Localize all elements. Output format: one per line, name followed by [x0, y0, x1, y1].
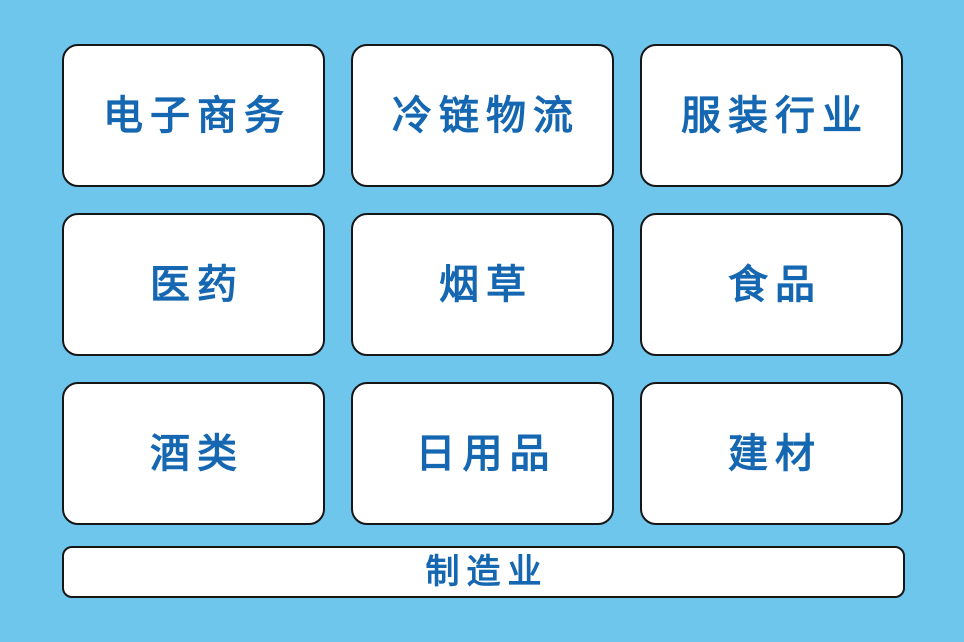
card-label-manufacturing: 制造业: [425, 552, 549, 592]
card-label-e-commerce: 电子商务: [103, 92, 291, 139]
card-label-cold-chain-logistics: 冷链物流: [392, 92, 580, 139]
card-manufacturing: 制造业: [62, 546, 905, 598]
card-cold-chain-logistics: 冷链物流: [351, 44, 614, 187]
card-alcohol: 酒类: [62, 382, 325, 525]
card-label-tobacco: 烟草: [439, 261, 533, 308]
card-building-materials: 建材: [640, 382, 903, 525]
card-daily-necessities: 日用品: [351, 382, 614, 525]
card-label-clothing-industry: 服装行业: [681, 92, 869, 139]
card-label-daily-necessities: 日用品: [415, 430, 557, 477]
card-clothing-industry: 服装行业: [640, 44, 903, 187]
industry-card-grid: 电子商务 冷链物流 服装行业 医药 烟草 食品 酒类 日用品 建材: [62, 44, 903, 525]
card-label-medicine: 医药: [150, 261, 244, 308]
card-food: 食品: [640, 213, 903, 356]
card-label-food: 食品: [728, 261, 822, 308]
card-medicine: 医药: [62, 213, 325, 356]
card-e-commerce: 电子商务: [62, 44, 325, 187]
card-label-building-materials: 建材: [728, 430, 822, 477]
card-tobacco: 烟草: [351, 213, 614, 356]
card-label-alcohol: 酒类: [150, 430, 244, 477]
